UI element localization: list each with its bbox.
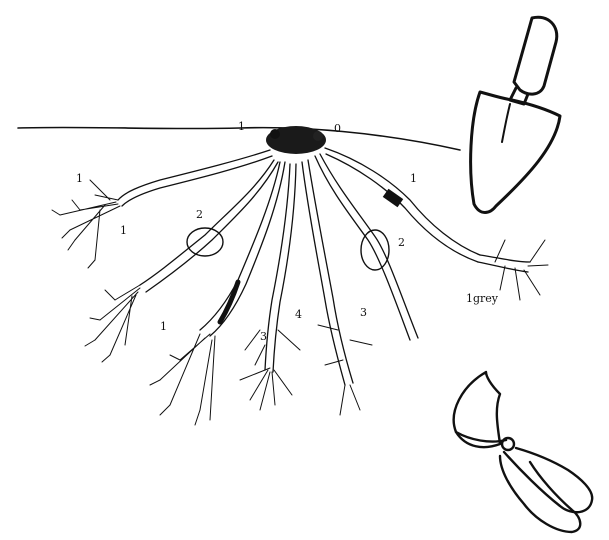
pruning-shears-icon [454,372,592,532]
dark-root-segment [220,282,238,322]
garden-trowel-icon [471,17,560,212]
label-crown-right: 0 [334,122,341,135]
label-root-tag-left-b: 1 [120,224,127,237]
label-swelling-left: 2 [196,208,203,221]
label-root-tag-lower: 3 [260,330,267,343]
label-root-tag-mid: 4 [295,308,302,321]
root-crown [266,126,326,154]
label-root-tag-far-right: 1 [160,320,167,333]
label-crown-left: 1 [238,120,245,133]
label-root-tag-right: 1 [410,172,417,185]
label-root-tag-center: 3 [360,306,367,319]
swelling-left [187,228,223,256]
label-swelling-right: 2 [398,236,405,249]
diagram-labels: 1 0 2 2 1 1 1 1 4 3 3 1grey [76,120,499,343]
label-feeder-note: 1grey [466,292,499,305]
label-root-tag-left-a: 1 [76,172,83,185]
main-roots [118,148,530,385]
